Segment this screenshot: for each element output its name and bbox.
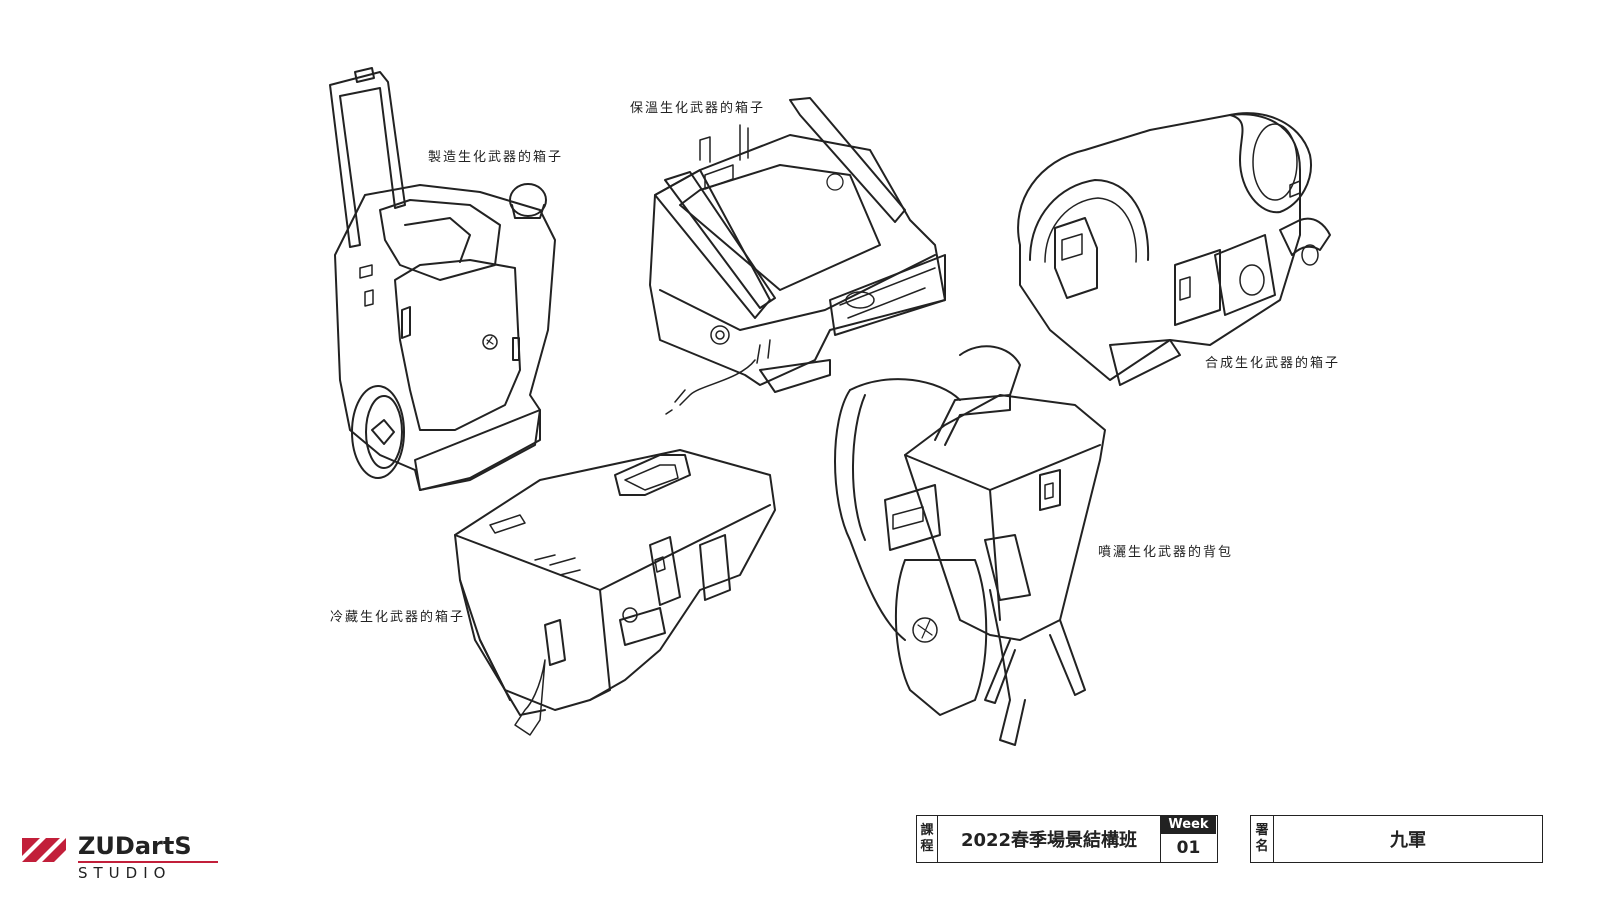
caption-thermal-case: 保溫生化武器的箱子 — [630, 101, 766, 116]
week-box: Week 01 — [1160, 815, 1218, 863]
studio-logo: ZUDartS STUDIO — [20, 832, 218, 894]
thermal-case-drawing — [649, 97, 946, 415]
caption-wheeled-case: 製造生化武器的箱子 — [428, 150, 564, 165]
cold-case-drawing — [454, 449, 776, 736]
logo-underline — [78, 861, 218, 863]
wheeled-case-drawing — [329, 67, 556, 491]
signature-box: 九軍 — [1273, 815, 1543, 863]
caption-synthesis-case: 合成生化武器的箱子 — [1205, 356, 1341, 371]
course-name-box: 2022春季場景結構班 — [937, 815, 1161, 863]
studio-logo-mark — [22, 838, 66, 862]
course-label-char-2: 程 — [920, 839, 934, 854]
synthesis-case-drawing — [1017, 112, 1331, 386]
week-label: Week — [1161, 816, 1216, 834]
logo-subtitle: STUDIO — [78, 864, 172, 882]
signature-label-char-2: 名 — [1255, 839, 1269, 854]
week-number: 01 — [1176, 838, 1201, 858]
course-label-char-1: 課 — [920, 823, 934, 838]
logo-wordmark: ZUDartS — [78, 832, 192, 860]
spray-backpack-drawing — [834, 345, 1106, 746]
signature-name: 九軍 — [1390, 830, 1426, 851]
course-label-box: 課 程 — [916, 815, 938, 863]
caption-spray-backpack: 噴灑生化武器的背包 — [1098, 545, 1234, 560]
signature-label-char-1: 署 — [1255, 823, 1269, 838]
signature-label-box: 署 名 — [1250, 815, 1274, 863]
course-name: 2022春季場景結構班 — [960, 830, 1138, 851]
caption-cold-case: 冷藏生化武器的箱子 — [330, 610, 466, 625]
